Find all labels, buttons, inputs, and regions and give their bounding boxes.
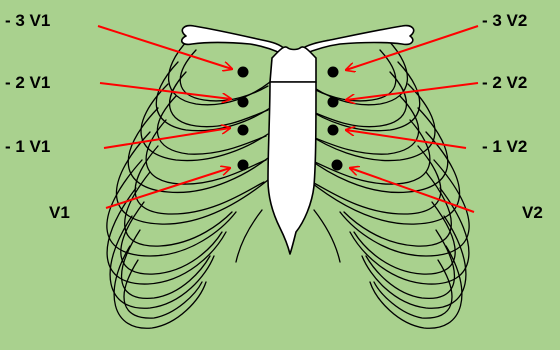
left-clavicle [182, 26, 286, 54]
electrode-minus2-v2 [328, 97, 339, 108]
arrow-minus1-v2 [346, 130, 466, 148]
electrode-minus1-v1 [238, 125, 249, 136]
label-minus2-v2: - 2 V2 [482, 73, 527, 92]
label-minus3-v1: - 3 V1 [5, 11, 50, 30]
manubrium [270, 47, 316, 82]
arrow-v1 [106, 168, 230, 208]
left-ribs [107, 40, 270, 328]
left-costal-margin [236, 210, 262, 262]
arrow-minus2-v2 [346, 83, 478, 100]
electrode-minus1-v2 [328, 125, 339, 136]
electrode-minus3-v1 [238, 67, 249, 78]
right-labels: - 3 V2 - 2 V2 - 1 V2 V2 [482, 11, 543, 222]
label-v1: V1 [49, 203, 70, 222]
electrode-minus2-v1 [238, 97, 249, 108]
electrode-minus3-v2 [328, 67, 339, 78]
arrow-minus1-v1 [104, 128, 230, 148]
label-minus1-v1: - 1 V1 [5, 137, 50, 156]
label-minus3-v2: - 3 V2 [482, 11, 527, 30]
right-costal-margin [314, 210, 340, 262]
right-ribs [306, 40, 469, 328]
left-labels: - 3 V1 - 2 V1 - 1 V1 V1 [5, 11, 70, 222]
label-minus1-v2: - 1 V2 [482, 137, 527, 156]
label-minus2-v1: - 2 V1 [5, 73, 50, 92]
electrode-v2 [332, 160, 343, 171]
label-v2: V2 [522, 203, 543, 222]
electrode-v1 [238, 160, 249, 171]
sternum [268, 47, 316, 254]
arrow-minus2-v1 [100, 83, 231, 99]
sternum-body [268, 82, 316, 254]
